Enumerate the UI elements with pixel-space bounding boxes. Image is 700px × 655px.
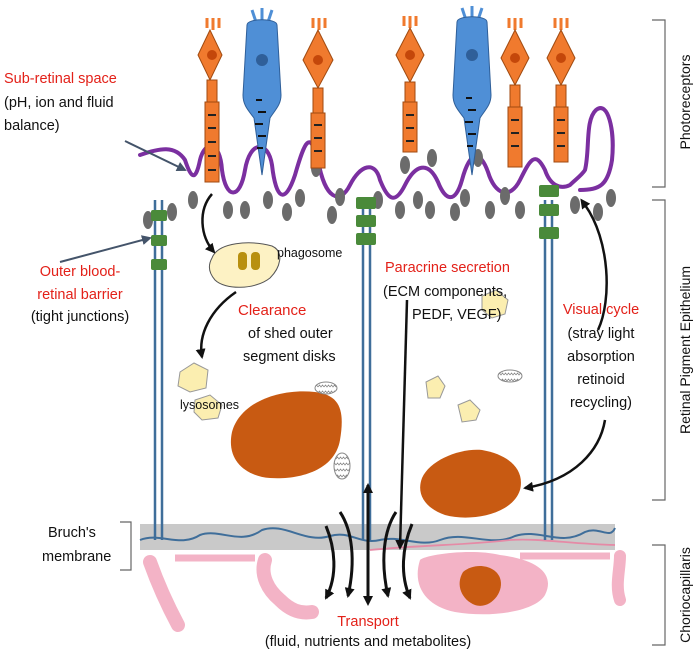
bruchs-membrane-label-1: Bruch's [48,525,96,541]
subretinal-space-desc-1: (pH, ion and fluid [4,95,114,111]
visual-cycle-title: Visual cycle [562,302,640,318]
photoreceptor-rod-5 [546,18,576,163]
transport-desc: (fluid, nutrients and metabolites) [264,634,472,650]
photoreceptor-cone-2 [452,6,492,176]
obrb-pointer [59,235,152,263]
clearance-arrows [195,193,237,359]
photoreceptor-rod-4 [500,18,530,168]
visual-cycle-desc-3: retinoid [577,372,625,388]
paracrine-arrow [395,299,409,550]
photoreceptor-cone-1 [242,8,282,176]
bruchs-membrane [140,524,615,550]
visual-cycle-desc-1: (stray light [567,326,635,342]
basal-membrane-line [139,527,616,544]
transport-title: Transport [337,614,399,630]
obrb-title-1: Outer blood- [39,264,121,280]
choriocapillaris [143,550,626,632]
phagosome-label: phagosome [277,246,343,260]
subretinal-space-title: Sub-retinal space [4,71,117,87]
subretinal-space-pointer [124,140,187,172]
obrb-title-2: retinal barrier [37,287,123,303]
clearance-desc-2: segment disks [243,349,336,365]
lysosomes-label: lysosomes [180,398,240,412]
melanosomes [230,391,521,518]
apical-granules [143,149,616,229]
visual-cycle-arrows [523,198,608,492]
apical-microvilli [138,106,615,200]
photoreceptor-rod-1 [197,18,223,183]
clearance-desc-1: of shed outer [248,326,333,342]
paracrine-desc-2: PEDF, VEGF) [412,307,502,323]
residual-bodies [314,369,523,480]
transport-arrows [324,483,414,606]
subretinal-space-desc-2: balance) [4,118,60,134]
choriocapillaris-side-label: Choriocapillaris [677,547,693,643]
visual-cycle-desc-4: recycling) [569,395,633,411]
phagosome [208,242,281,288]
lysosomes [177,289,509,423]
tight-junctions [151,185,559,270]
clearance-title: Clearance [238,302,307,319]
bruchs-membrane-label-2: membrane [42,549,112,565]
obrb-desc: (tight junctions) [30,309,130,325]
paracrine-desc-1: (ECM components, [383,284,508,300]
paracrine-title: Paracrine secretion [385,260,510,276]
visual-cycle-desc-2: absorption [567,349,635,365]
photoreceptors-side-label: Photoreceptors [677,54,693,150]
rpe-side-label: Retinal Pigment Epithelium [677,265,693,435]
photoreceptor-rod-3 [395,16,425,153]
side-brackets [120,19,666,646]
photoreceptor-rod-2 [302,18,334,169]
